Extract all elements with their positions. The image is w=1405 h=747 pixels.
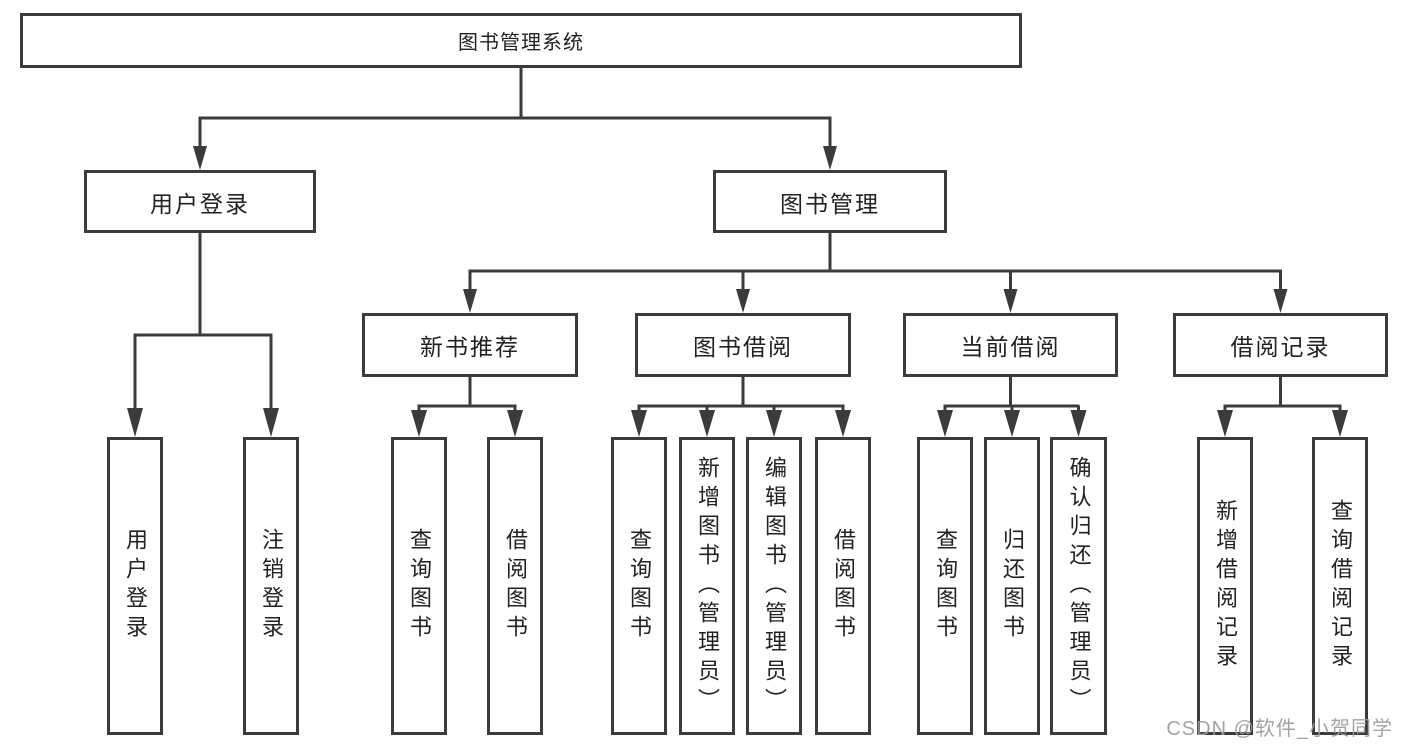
node-book-borrowing: 图书借阅 [635, 313, 851, 377]
node-book-management: 图书管理 [713, 170, 947, 233]
leaf-user-login-label: 用户登录 [123, 528, 148, 644]
watermark-text: CSDN @软件_小贺同学 [1166, 718, 1393, 740]
leaf-user-login: 用户登录 [107, 437, 163, 735]
node-current-borrowing-label: 当前借阅 [960, 334, 1061, 360]
node-root-label: 图书管理系统 [458, 32, 584, 54]
connector-current-to-leaves [937, 377, 1087, 437]
node-borrowing-records-label: 借阅记录 [1230, 334, 1331, 360]
node-new-book-recommend-label: 新书推荐 [420, 334, 520, 360]
leaf-confirm-return-admin-label: 确认归还（管理员） [1066, 455, 1092, 717]
leaf-borrow-books-2: 借阅图书 [815, 437, 871, 735]
connector-root-to-level2 [193, 68, 837, 170]
connector-borrowing-to-leaves [631, 377, 851, 437]
connector-management-to-level3 [463, 233, 1288, 313]
node-borrowing-records: 借阅记录 [1173, 313, 1388, 377]
leaf-query-borrow-record-label: 查询借阅记录 [1328, 499, 1353, 673]
leaf-query-borrow-record: 查询借阅记录 [1312, 437, 1368, 735]
node-user-login-label: 用户登录 [150, 190, 250, 217]
leaf-add-borrow-record-label: 新增借阅记录 [1213, 499, 1238, 673]
connector-records-to-leaves [1217, 377, 1348, 437]
node-new-book-recommend: 新书推荐 [362, 313, 578, 377]
leaf-logout: 注销登录 [243, 437, 299, 735]
leaf-edit-books-admin-label: 编辑图书（管理员） [762, 455, 787, 717]
leaf-query-books-3-label: 查询图书 [933, 528, 958, 644]
leaf-edit-books-admin: 编辑图书（管理员） [746, 437, 802, 735]
node-book-management-label: 图书管理 [780, 190, 880, 217]
leaf-query-books-2-label: 查询图书 [627, 528, 652, 644]
leaf-return-books: 归还图书 [984, 437, 1040, 735]
node-user-login: 用户登录 [84, 170, 316, 233]
leaf-borrow-books-1: 借阅图书 [487, 437, 543, 735]
leaf-return-books-label: 归还图书 [1000, 528, 1025, 644]
leaf-query-books-1-label: 查询图书 [407, 528, 432, 644]
connector-login-to-leaves [127, 233, 279, 437]
leaf-query-books-2: 查询图书 [611, 437, 667, 735]
node-book-borrowing-label: 图书借阅 [693, 334, 793, 360]
leaf-add-borrow-record: 新增借阅记录 [1197, 437, 1253, 735]
connector-newbooks-to-leaves [411, 377, 523, 437]
leaf-borrow-books-1-label: 借阅图书 [503, 528, 528, 644]
leaf-borrow-books-2-label: 借阅图书 [831, 528, 856, 644]
node-root: 图书管理系统 [20, 13, 1022, 68]
leaf-logout-label: 注销登录 [259, 528, 284, 644]
leaf-query-books-3: 查询图书 [917, 437, 973, 735]
node-current-borrowing: 当前借阅 [903, 313, 1118, 377]
leaf-add-books-admin-label: 新增图书（管理员） [695, 455, 720, 717]
leaf-query-books-1: 查询图书 [391, 437, 447, 735]
leaf-add-books-admin: 新增图书（管理员） [679, 437, 735, 735]
leaf-confirm-return-admin: 确认归还（管理员） [1050, 437, 1107, 735]
